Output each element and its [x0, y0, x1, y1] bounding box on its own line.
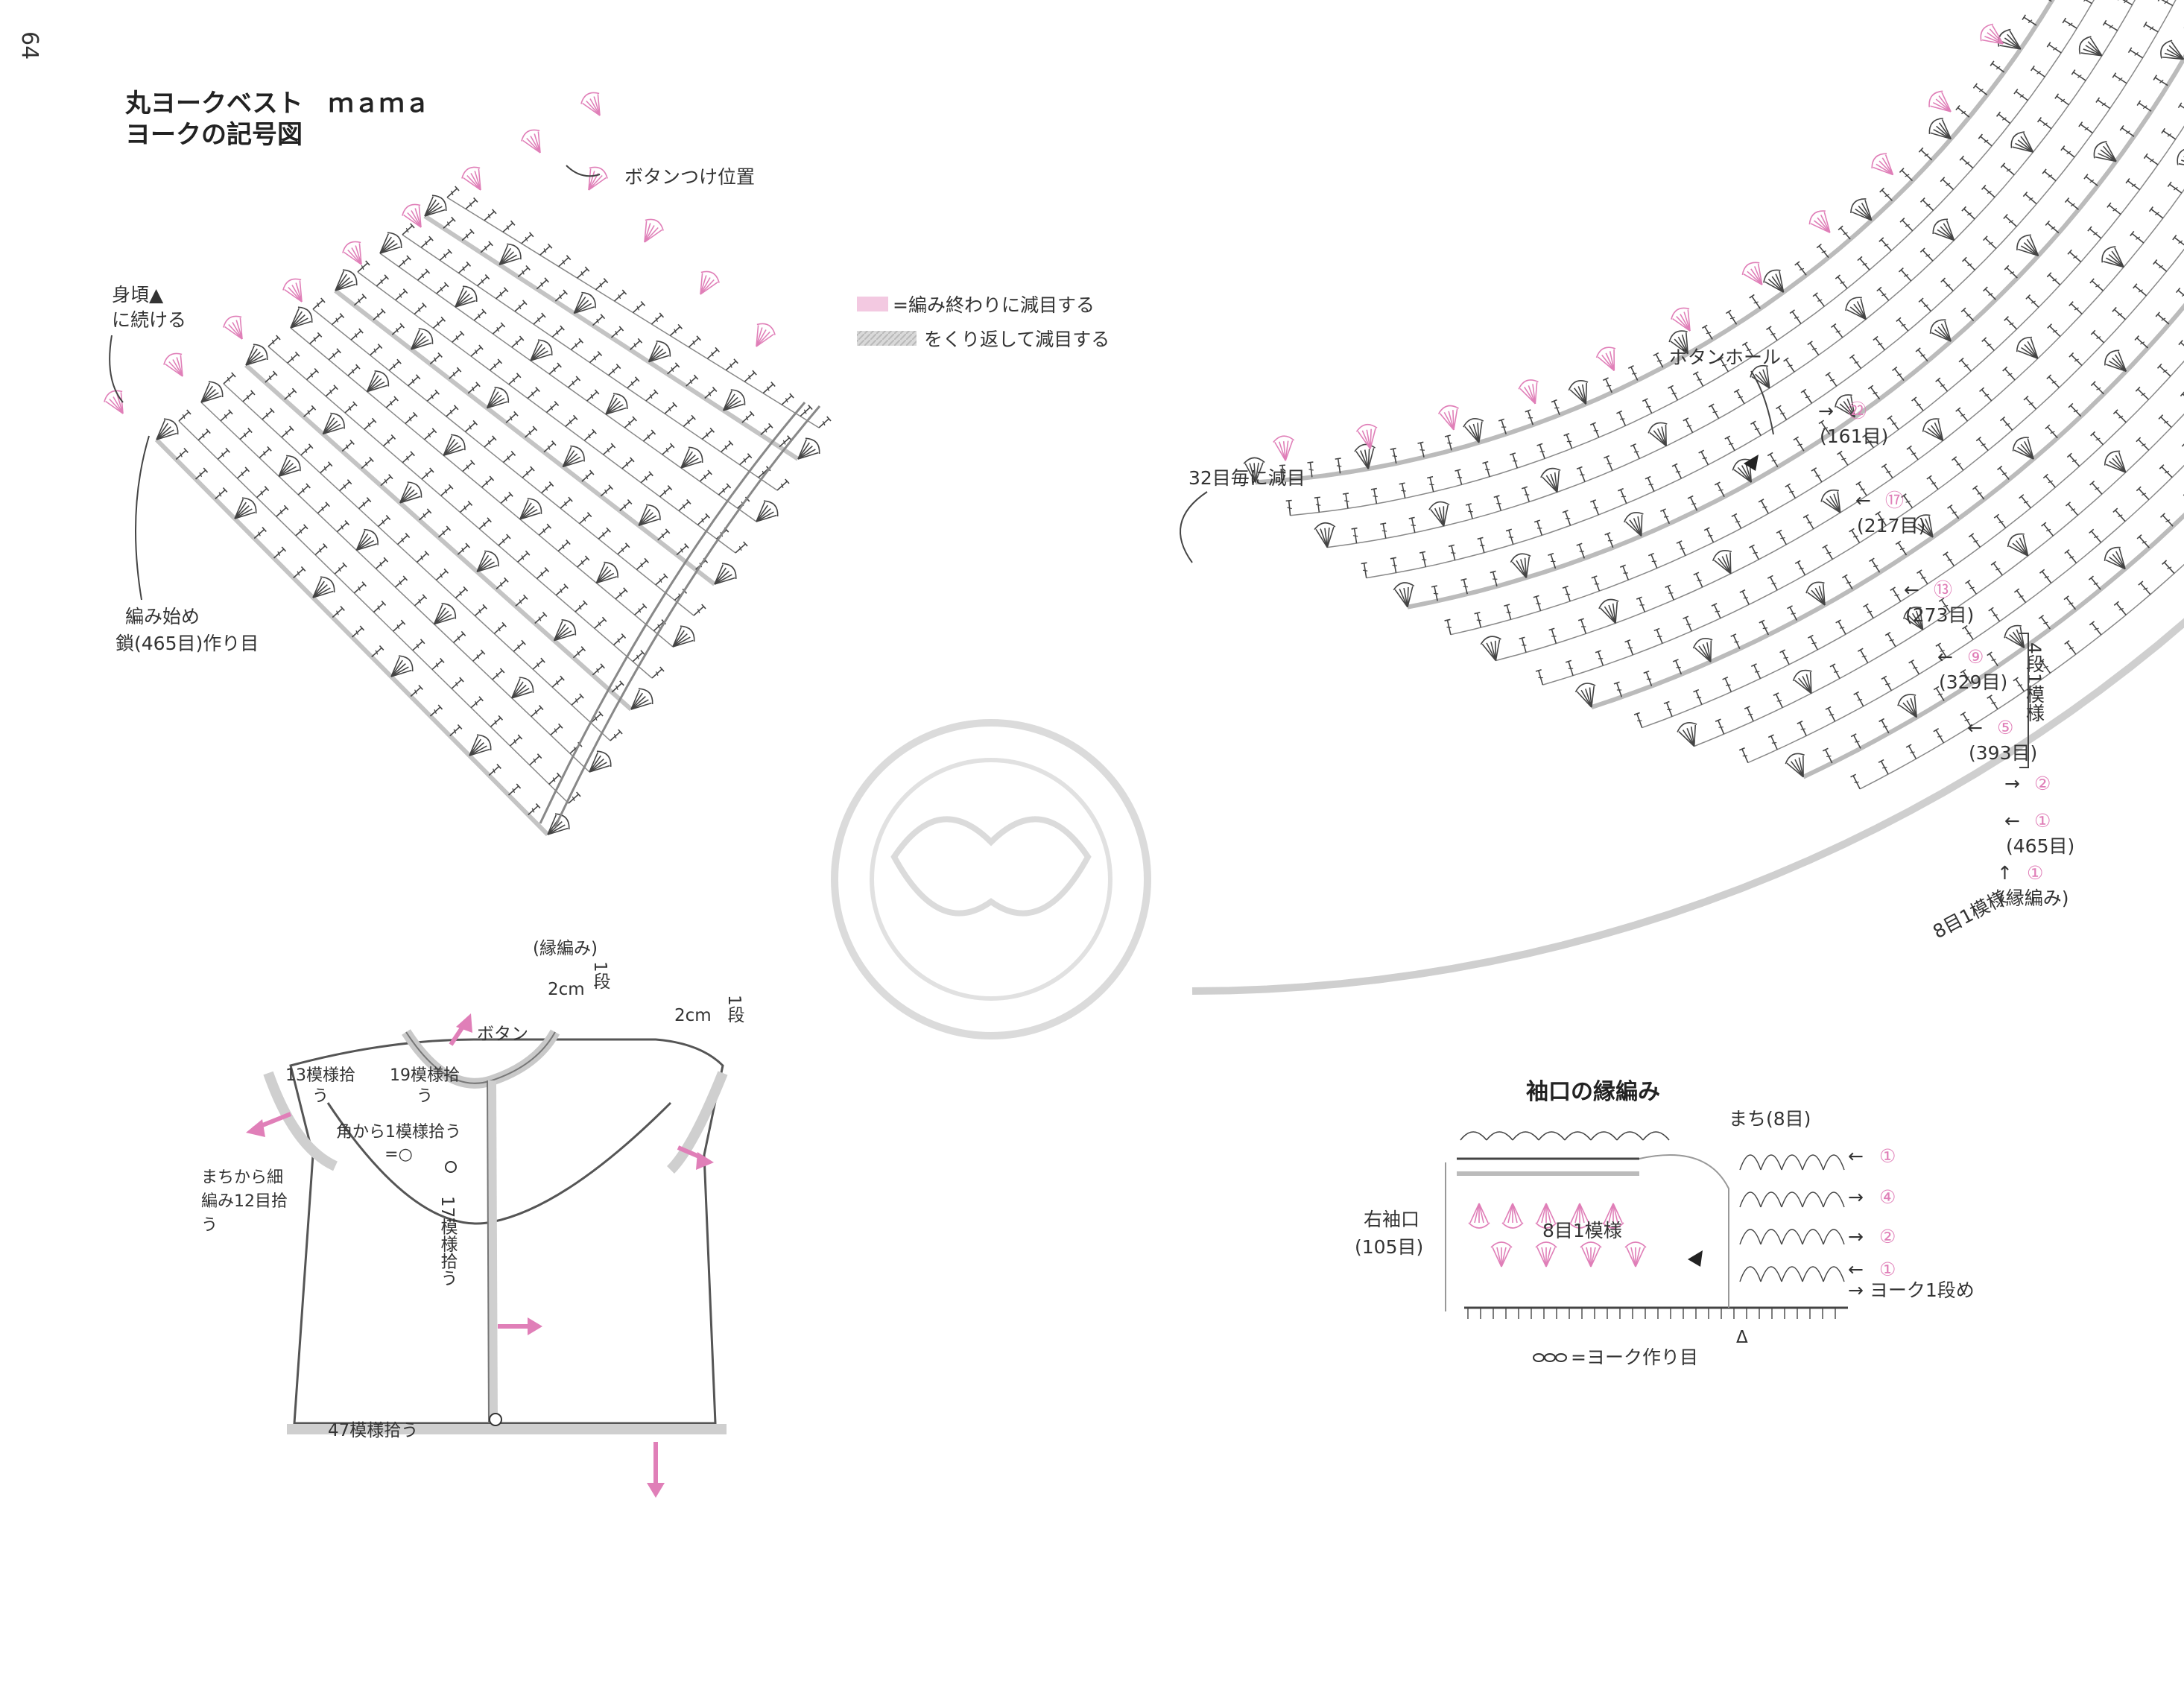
- row-number: ⑰: [1885, 490, 1904, 511]
- leader-line: [1180, 491, 1208, 563]
- cuff-gusset-label: まち(8目): [1729, 1108, 1811, 1130]
- cuff-row-number: ④: [1879, 1186, 1896, 1208]
- yoke-chart-right: [1191, 0, 2184, 995]
- start-label: 編み始め: [125, 606, 200, 627]
- vest-schematic: [246, 1013, 728, 1498]
- leader-line: [1750, 370, 1774, 435]
- cuff-chain-legend: =ヨーク作り目: [1533, 1346, 1698, 1368]
- schematic-hem-pick: 47模様拾う: [328, 1421, 418, 1440]
- schematic-edge: (縁編み): [533, 939, 598, 958]
- button-position-label: ボタンつけ位置: [566, 165, 755, 188]
- button-hole-label: ボタンホール: [1669, 346, 1781, 368]
- legend-gray-swatch: [857, 331, 917, 346]
- schematic-button: ボタン: [477, 1025, 528, 1044]
- row-count: (161目): [1820, 425, 1888, 447]
- schematic-width: 2cm: [548, 980, 585, 999]
- cuff-right-label: 右袖口: [1364, 1209, 1419, 1230]
- row-count: (273目): [1905, 604, 1974, 626]
- cuff-title: 袖口の縁編み: [1526, 1079, 1660, 1105]
- cuff-row-arrow: →: [1848, 1226, 1864, 1247]
- cuff-row-arrow: ←: [1848, 1145, 1864, 1167]
- cuff-row-arrow: ←: [1848, 1259, 1864, 1280]
- schematic-gusset: まちから細編み12目拾う: [201, 1168, 288, 1235]
- row-count: (393目): [1969, 742, 2037, 764]
- schematic-width: 2cm: [674, 1006, 712, 1025]
- row-number: ⑤: [1997, 717, 2013, 738]
- row-count: (縁編み): [1998, 887, 2069, 909]
- page-number: 64: [16, 31, 42, 60]
- row-number: ⑨: [1967, 646, 1984, 668]
- row-arrow: ←: [1855, 490, 1871, 511]
- row-number: ⑬: [1934, 579, 1952, 601]
- row-count: (217目): [1857, 515, 1925, 537]
- row-number: ①: [2034, 810, 2051, 832]
- cuff-right-count: (105目): [1355, 1236, 1423, 1258]
- four-rows-label: 4段1模様: [2024, 642, 2045, 722]
- cuff-row-arrow: →: [1848, 1186, 1864, 1208]
- legend-pink-text: =編み終わりに減目する: [893, 294, 1095, 316]
- row-arrow: →: [2004, 773, 2020, 794]
- cuff-start-marker: Δ: [1736, 1328, 1748, 1347]
- cuff-yoke-row1: → ヨーク1段め: [1848, 1279, 1975, 1301]
- diagram-subtitle: ヨークの記号図: [125, 120, 303, 150]
- diagram-title: 丸ヨークベスト ｍａｍａ: [124, 89, 430, 118]
- cuff-row-number: ①: [1879, 1145, 1896, 1167]
- row-number: ②: [2034, 773, 2051, 794]
- button-hole-marker: [1744, 455, 1759, 471]
- cuff-row-number: ②: [1879, 1226, 1896, 1247]
- decrease-note: 32目毎に減目: [1188, 467, 1305, 489]
- svg-text:=ヨーク作り目: =ヨーク作り目: [1571, 1346, 1698, 1368]
- chart-break-line: [539, 402, 806, 824]
- schematic-pick19: 19模様拾う: [390, 1066, 460, 1106]
- row-arrow: ↑: [1997, 862, 2013, 884]
- row-arrow: →: [1818, 400, 1834, 422]
- leader-line: [109, 335, 124, 403]
- pattern-repeat-label: 8目1模様: [1929, 887, 2010, 943]
- continue-label: に続ける: [112, 309, 186, 331]
- watermark-logo: [831, 719, 1151, 1039]
- row-count: (329目): [1939, 671, 2007, 693]
- row-arrow: ←: [2004, 810, 2020, 832]
- leader-line: [135, 435, 150, 601]
- cuff-row-markers: ← ① → ④ → ② ← ①: [1848, 1145, 1896, 1280]
- bracket: [2019, 633, 2029, 768]
- cuff-chart: [1445, 1131, 1848, 1319]
- row-number: ㉒: [1848, 400, 1867, 422]
- chart-break-line: [554, 405, 821, 828]
- schematic-rows: 1段: [724, 995, 745, 1023]
- continue-label: 身頃▲: [112, 284, 164, 306]
- schematic-front-pick: 17模様拾う: [437, 1196, 458, 1286]
- yoke-chart-left: [104, 92, 832, 837]
- cuff-pattern-label: 8目1模様: [1542, 1220, 1622, 1241]
- row-arrow: ←: [1904, 579, 1919, 601]
- row-arrow: ←: [1937, 646, 1953, 668]
- row-number: ①: [2027, 862, 2043, 884]
- svg-text:ボタンつけ位置: ボタンつけ位置: [624, 166, 755, 188]
- row-arrow: ←: [1967, 717, 1983, 738]
- row-count: (465目): [2006, 835, 2074, 857]
- legend-pink-swatch: [857, 297, 888, 311]
- start-label: 鎖(465目)作り目: [115, 633, 259, 654]
- schematic-rows: 1段: [590, 961, 611, 990]
- schematic-corner: 角から1模様拾う=○: [336, 1123, 461, 1164]
- legend-gray-text: をくり返して減目する: [924, 329, 1110, 350]
- row-markers: → ㉒ (161目) ← ⑰ (217目) ← ⑬ (273目) ← ⑨ (329目) ← ⑤ (393目)…: [1818, 400, 2074, 909]
- schematic-pick13: 13模様拾う: [285, 1066, 355, 1106]
- cuff-row-number: ①: [1879, 1259, 1896, 1280]
